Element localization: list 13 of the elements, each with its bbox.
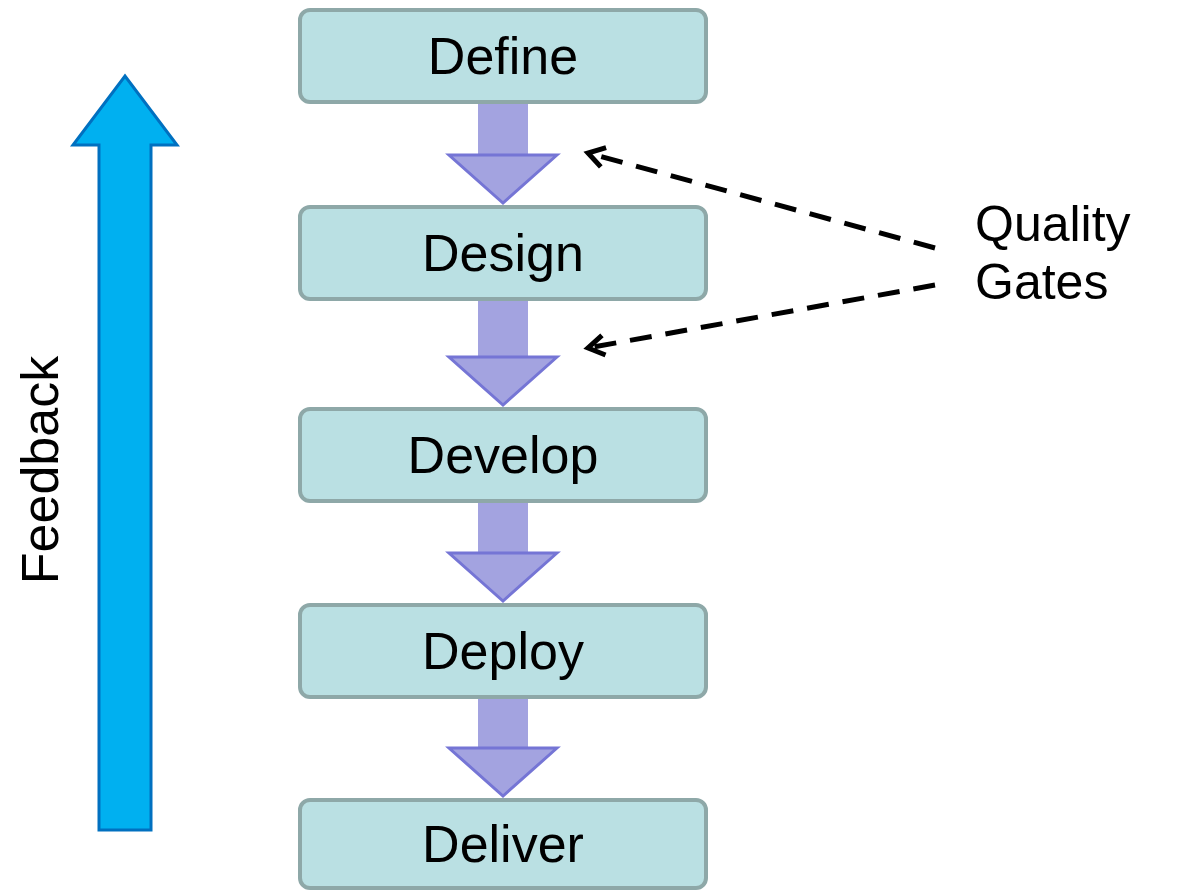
block-arrow	[447, 301, 559, 407]
block-arrow	[447, 503, 559, 603]
side-label: Feedback	[14, 354, 66, 587]
arrow	[585, 282, 936, 358]
callout-text: Quality Gates	[935, 196, 1175, 311]
process-box: Develop	[298, 407, 708, 503]
process-box: Design	[298, 205, 708, 301]
process-box: Deliver	[298, 798, 708, 890]
block-arrow	[447, 104, 559, 205]
block-arrow	[447, 699, 559, 798]
process-box: Deploy	[298, 603, 708, 699]
process-box: Define	[298, 8, 708, 104]
arrow	[585, 145, 936, 251]
